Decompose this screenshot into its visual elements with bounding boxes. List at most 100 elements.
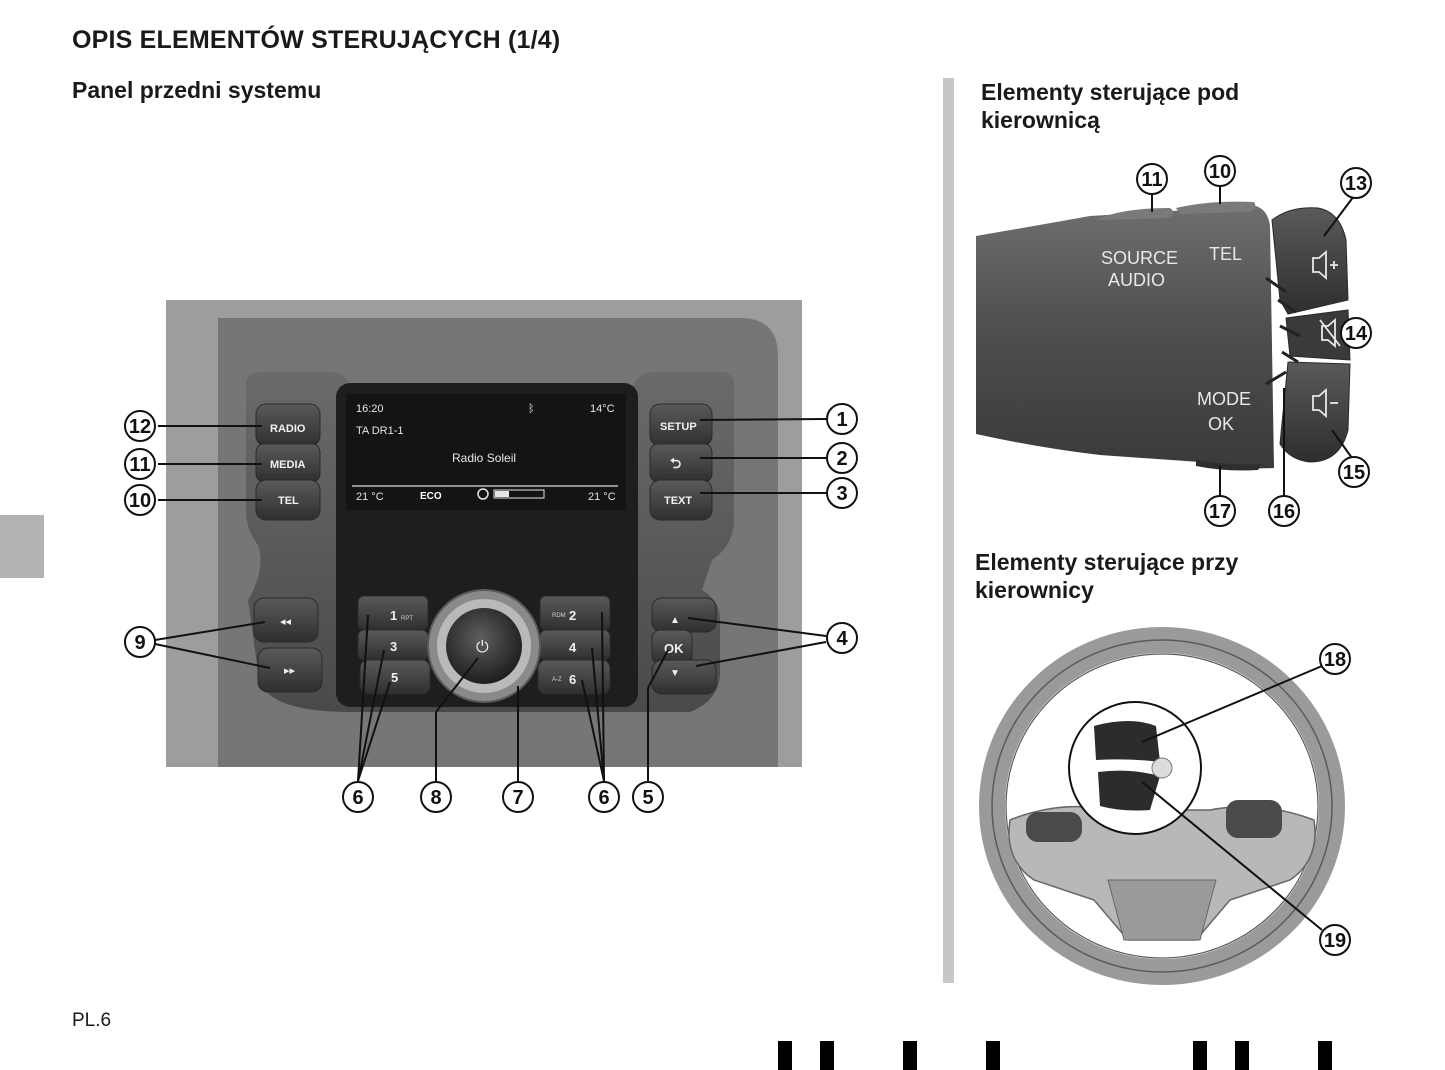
bluetooth-icon: ᛒ (528, 403, 535, 415)
print-mark (1318, 1041, 1332, 1070)
preset-button-6[interactable]: A-Z 6 (537, 659, 611, 695)
tel-button-label: TEL (278, 495, 299, 507)
screen-time: 16:20 (356, 403, 384, 415)
preset-button-3[interactable]: 3 (357, 629, 429, 661)
preset-button-2[interactable]: RDM 2 (539, 595, 611, 631)
down-arrow-icon: ▼ (670, 668, 680, 679)
preset-6-sub-label: A-Z (552, 677, 562, 683)
preset-3-label: 3 (390, 639, 397, 654)
mute-icon (1319, 318, 1341, 348)
print-mark (903, 1041, 917, 1070)
wheel-top-buttons-detail[interactable] (1094, 721, 1160, 762)
preset-2-label: 2 (569, 608, 576, 623)
preset-6-label: 6 (569, 672, 576, 687)
radio-button-label: RADIO (270, 423, 306, 435)
screen-station-name: Radio Soleil (452, 451, 516, 465)
text-button-label: TEXT (664, 495, 692, 507)
callout-10-number: 10 (1209, 161, 1231, 183)
callout-6-number: 6 (598, 787, 609, 809)
callout-13: 13 (1340, 167, 1372, 199)
preset-button-4[interactable]: 4 (539, 629, 611, 661)
wheel-left-buttons[interactable] (1026, 812, 1082, 842)
front-panel-illustration: 16:20 ᛒ 14°C TA DR1-1 Radio Soleil 21 °C… (166, 300, 802, 767)
preset-1-label: 1 (390, 608, 397, 623)
radio-button[interactable]: RADIO (255, 403, 321, 447)
screen-outside-temp: 14°C (590, 403, 615, 415)
wheel-leader-lines (1141, 665, 1323, 931)
chapter-tab (0, 515, 44, 578)
wheel-right-buttons[interactable] (1226, 800, 1282, 838)
callout-10-number: 10 (129, 490, 151, 512)
down-button[interactable]: ▼ (651, 659, 717, 695)
callout-16: 16 (1268, 495, 1300, 527)
mute-button[interactable] (1285, 309, 1351, 361)
front-panel-leader-lines (154, 418, 827, 782)
volume-power-knob[interactable]: ⏻ (427, 589, 541, 703)
source-audio-label-line-1: SOURCE (1101, 248, 1178, 268)
forward-icon: ▸▸ (284, 665, 296, 677)
forward-button[interactable]: ▸▸ (257, 647, 323, 693)
print-mark (986, 1041, 1000, 1070)
screen-temp-right: 21 °C (588, 491, 616, 503)
text-button[interactable]: TEXT (649, 479, 713, 521)
preset-5-label: 5 (391, 670, 398, 685)
callout-6-left: 6 (342, 781, 374, 813)
volume-down-icon (1312, 388, 1338, 418)
page-title: OPIS ELEMENTÓW STERUJĄCYCH (1/4) (72, 26, 561, 54)
volume-down-button[interactable] (1279, 361, 1351, 463)
stalk-tel-label: TEL (1209, 244, 1242, 264)
back-button[interactable]: ⮌ (649, 443, 713, 483)
steering-wheel-illustration (979, 627, 1345, 985)
callout-9-number: 9 (134, 632, 145, 654)
media-button-label: MEDIA (270, 459, 306, 471)
scroll-wheel[interactable] (1265, 276, 1301, 386)
callout-15-number: 15 (1343, 462, 1365, 484)
callout-14-number: 14 (1345, 323, 1368, 345)
ok-button[interactable]: OK (651, 629, 693, 665)
callout-5: 5 (632, 781, 664, 813)
source-audio-label: SOURCE AUDIO (1101, 248, 1183, 290)
setup-button[interactable]: SETUP (649, 403, 713, 447)
callout-17-number: 17 (1209, 501, 1231, 523)
callout-2: 2 (826, 442, 858, 474)
rewind-button[interactable]: ◂◂ (253, 597, 319, 643)
callout-3-number: 3 (836, 483, 847, 505)
screen-eco: ECO (420, 491, 442, 502)
up-arrow-icon: ▲ (670, 615, 680, 626)
preset-button-5[interactable]: 5 (359, 659, 431, 695)
wheel-bottom-buttons-detail[interactable] (1098, 770, 1160, 811)
callout-10-stalk: 10 (1204, 155, 1236, 187)
section-title-under-wheel: Elementy sterujące pod kierownicą (981, 79, 1240, 133)
callout-4-number: 4 (836, 628, 848, 650)
stalk-illustration: SOURCE AUDIO TEL MODE OK (976, 201, 1351, 471)
tel-key[interactable] (1176, 201, 1256, 214)
ok-button-label: OK (664, 641, 684, 656)
callout-11-number: 11 (129, 454, 150, 476)
media-button[interactable]: MEDIA (255, 443, 321, 483)
power-icon: ⏻ (476, 639, 489, 656)
callout-10: 10 (124, 484, 156, 516)
mode-ok-label-line-2: OK (1208, 414, 1234, 434)
callout-18: 18 (1319, 643, 1351, 675)
callout-15: 15 (1338, 456, 1370, 488)
tel-button[interactable]: TEL (255, 479, 321, 521)
section-title-on-wheel: Elementy sterujące przy kierownicy (975, 549, 1239, 603)
stalk-body (976, 206, 1274, 469)
volume-up-button[interactable] (1271, 207, 1349, 315)
source-audio-label-line-2: AUDIO (1108, 270, 1165, 290)
callout-17: 17 (1204, 495, 1236, 527)
preset-button-1[interactable]: 1 RPT (357, 595, 429, 631)
callout-19-number: 19 (1324, 930, 1346, 952)
callout-19: 19 (1319, 924, 1351, 956)
callout-5-number: 5 (642, 787, 653, 809)
preset-4-label: 4 (569, 640, 577, 655)
mode-ok-key[interactable] (1196, 460, 1262, 471)
column-divider (943, 78, 954, 983)
callout-numbers: 12 11 10 9 1 2 3 4 6 8 7 6 5 11 10 13 14… (124, 155, 1372, 956)
callout-7-number: 7 (512, 787, 523, 809)
callout-1: 1 (826, 403, 858, 435)
source-audio-key[interactable] (1096, 208, 1173, 220)
up-button[interactable]: ▲ (651, 597, 717, 633)
callout-14: 14 (1340, 317, 1372, 349)
page-number: PL.6 (72, 1010, 112, 1031)
